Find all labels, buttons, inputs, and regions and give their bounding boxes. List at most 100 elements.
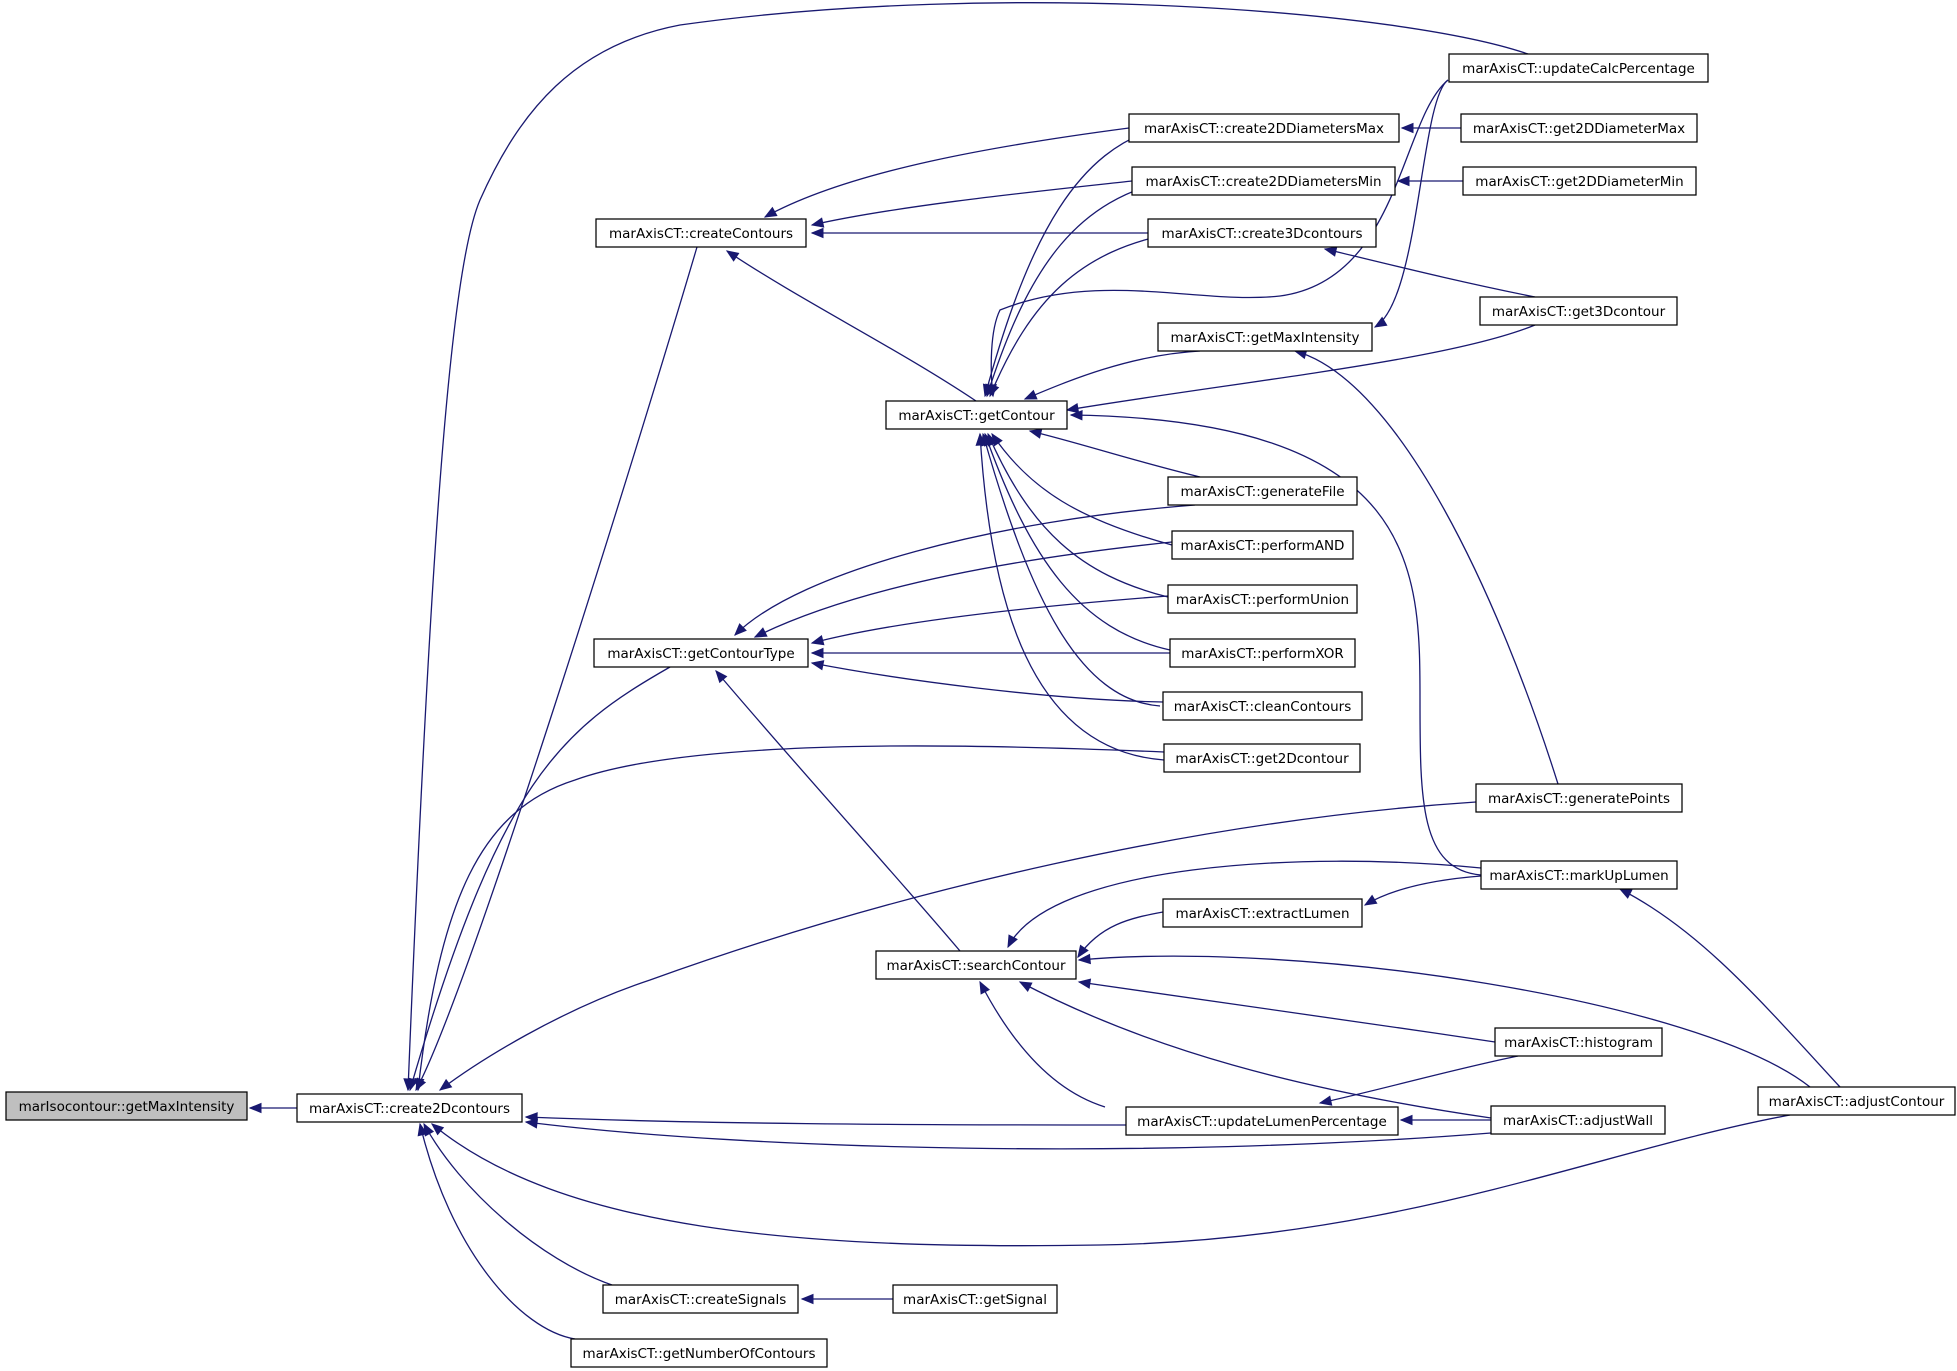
node-aw[interactable]: marAxisCT::adjustWall bbox=[1490, 1105, 1666, 1135]
edge-c2dmin-to-cc bbox=[810, 180, 1133, 228]
node-ulp[interactable]: marAxisCT::updateLumenPercentage bbox=[1125, 1106, 1399, 1136]
node-gc[interactable]: marAxisCT::getContour bbox=[885, 400, 1068, 430]
edge-line bbox=[439, 801, 1477, 1091]
arrowhead bbox=[734, 623, 747, 636]
arrowhead bbox=[1077, 953, 1091, 965]
node-box bbox=[1490, 1105, 1666, 1135]
edge-line bbox=[1070, 414, 1482, 876]
arrowhead bbox=[725, 250, 740, 262]
edge-line bbox=[990, 79, 1449, 397]
arrowhead bbox=[1400, 122, 1414, 134]
edge-line bbox=[1294, 350, 1559, 785]
edge-line bbox=[991, 433, 1173, 546]
node-c3d[interactable]: marAxisCT::create3Dcontours bbox=[1147, 218, 1377, 248]
node-label: marAxisCT::updateCalcPercentage bbox=[1462, 61, 1695, 77]
node-g2dmax[interactable]: marAxisCT::get2DDiameterMax bbox=[1460, 113, 1698, 143]
node-label: marAxisCT::get2Dcontour bbox=[1175, 751, 1349, 767]
edges-layer bbox=[248, 2, 1841, 1340]
node-box bbox=[885, 400, 1068, 430]
node-label: marAxisCT::create3Dcontours bbox=[1161, 226, 1362, 242]
node-label: marAxisCT::get3Dcontour bbox=[1492, 304, 1666, 320]
edge-ucp-to-c2d bbox=[403, 2, 1529, 1092]
node-g3d[interactable]: marAxisCT::get3Dcontour bbox=[1479, 296, 1678, 326]
node-gsig[interactable]: marAxisCT::getSignal bbox=[892, 1284, 1058, 1314]
node-gf[interactable]: marAxisCT::generateFile bbox=[1167, 476, 1358, 506]
node-label: marAxisCT::getSignal bbox=[903, 1292, 1047, 1308]
edge-mul-to-el bbox=[1363, 875, 1482, 906]
node-box bbox=[1448, 53, 1709, 83]
node-box bbox=[892, 1284, 1058, 1314]
node-clean[interactable]: marAxisCT::cleanContours bbox=[1162, 691, 1363, 721]
edge-c2dmax-to-cc bbox=[763, 127, 1130, 218]
edge-line bbox=[1374, 79, 1449, 328]
edge-line bbox=[715, 670, 961, 952]
edge-line bbox=[1019, 981, 1492, 1119]
node-label: marAxisCT::cleanContours bbox=[1174, 699, 1352, 715]
node-ac[interactable]: marAxisCT::adjustContour bbox=[1757, 1086, 1956, 1116]
node-label: marIsocontour::getMaxIntensity bbox=[19, 1099, 235, 1115]
edge-c2d-to-root bbox=[248, 1102, 297, 1114]
node-box bbox=[1480, 860, 1678, 890]
node-sc[interactable]: marAxisCT::searchContour bbox=[875, 950, 1077, 980]
node-gct[interactable]: marAxisCT::getContourType bbox=[593, 638, 809, 668]
node-label: marAxisCT::updateLumenPercentage bbox=[1137, 1114, 1387, 1130]
arrowhead bbox=[979, 980, 990, 995]
node-gnoc[interactable]: marAxisCT::getNumberOfContours bbox=[570, 1338, 828, 1368]
edge-pxor-to-gct bbox=[810, 647, 1170, 659]
node-box bbox=[1125, 1106, 1399, 1136]
edge-g2d-to-c2d bbox=[414, 745, 1165, 1092]
edge-cc-to-c2d bbox=[415, 246, 698, 1092]
edge-gf-to-gc bbox=[1028, 428, 1201, 478]
node-cs[interactable]: marAxisCT::createSignals bbox=[602, 1284, 799, 1314]
edge-line bbox=[1324, 248, 1536, 298]
edge-line bbox=[1066, 324, 1536, 411]
edge-line bbox=[986, 179, 1171, 397]
edge-aw-to-ulp bbox=[1399, 1114, 1491, 1126]
node-pand[interactable]: marAxisCT::performAND bbox=[1171, 530, 1354, 560]
node-box bbox=[1475, 783, 1683, 813]
node-box bbox=[296, 1093, 523, 1123]
arrowhead bbox=[1618, 888, 1633, 899]
edge-gp-to-gmi bbox=[1293, 349, 1559, 785]
node-c2d[interactable]: marAxisCT::create2Dcontours bbox=[296, 1093, 523, 1123]
edge-line bbox=[1007, 860, 1482, 948]
node-g2dmin[interactable]: marAxisCT::get2DDiameterMin bbox=[1462, 166, 1697, 196]
node-c2dmax[interactable]: marAxisCT::create2DDiametersMax bbox=[1128, 113, 1400, 143]
edge-line bbox=[1077, 911, 1164, 958]
edge-line bbox=[811, 180, 1133, 226]
arrowhead bbox=[810, 660, 825, 671]
node-box bbox=[1757, 1086, 1956, 1116]
node-label: marAxisCT::create2DDiametersMax bbox=[1144, 121, 1384, 137]
node-hist[interactable]: marAxisCT::histogram bbox=[1494, 1027, 1663, 1057]
node-root[interactable]: marIsocontour::getMaxIntensity bbox=[5, 1091, 248, 1121]
node-c2dmin[interactable]: marAxisCT::create2DDiametersMin bbox=[1131, 166, 1396, 196]
arrowhead bbox=[1077, 944, 1089, 959]
node-gmi[interactable]: marAxisCT::getMaxIntensity bbox=[1157, 322, 1373, 352]
node-label: marAxisCT::create2DDiametersMin bbox=[1145, 174, 1381, 190]
node-gp[interactable]: marAxisCT::generatePoints bbox=[1475, 783, 1683, 813]
edge-line bbox=[989, 232, 1176, 397]
node-punion[interactable]: marAxisCT::performUnion bbox=[1167, 584, 1358, 614]
node-box bbox=[1162, 691, 1363, 721]
arrowhead bbox=[1028, 428, 1043, 439]
edge-aw-to-c2d bbox=[524, 1118, 1492, 1150]
node-pxor[interactable]: marAxisCT::performXOR bbox=[1169, 638, 1356, 668]
edge-c2dmin-to-gc bbox=[985, 179, 1171, 398]
arrowhead bbox=[1065, 402, 1080, 414]
node-label: marAxisCT::get2DDiameterMax bbox=[1473, 121, 1685, 137]
node-el[interactable]: marAxisCT::extractLumen bbox=[1162, 898, 1363, 928]
edge-sc-to-gct bbox=[715, 669, 961, 952]
edge-line bbox=[1364, 875, 1482, 906]
edge-hist-to-sc bbox=[1077, 978, 1496, 1043]
edge-line bbox=[407, 2, 1529, 1091]
arrowhead bbox=[810, 635, 825, 646]
node-ucp[interactable]: marAxisCT::updateCalcPercentage bbox=[1448, 53, 1709, 83]
edge-pand-to-gct bbox=[753, 541, 1173, 638]
node-mul[interactable]: marAxisCT::markUpLumen bbox=[1480, 860, 1678, 890]
node-box bbox=[602, 1284, 799, 1314]
node-g2d[interactable]: marAxisCT::get2Dcontour bbox=[1163, 743, 1361, 773]
node-cc[interactable]: marAxisCT::createContours bbox=[595, 218, 807, 248]
arrowhead bbox=[417, 1122, 428, 1137]
